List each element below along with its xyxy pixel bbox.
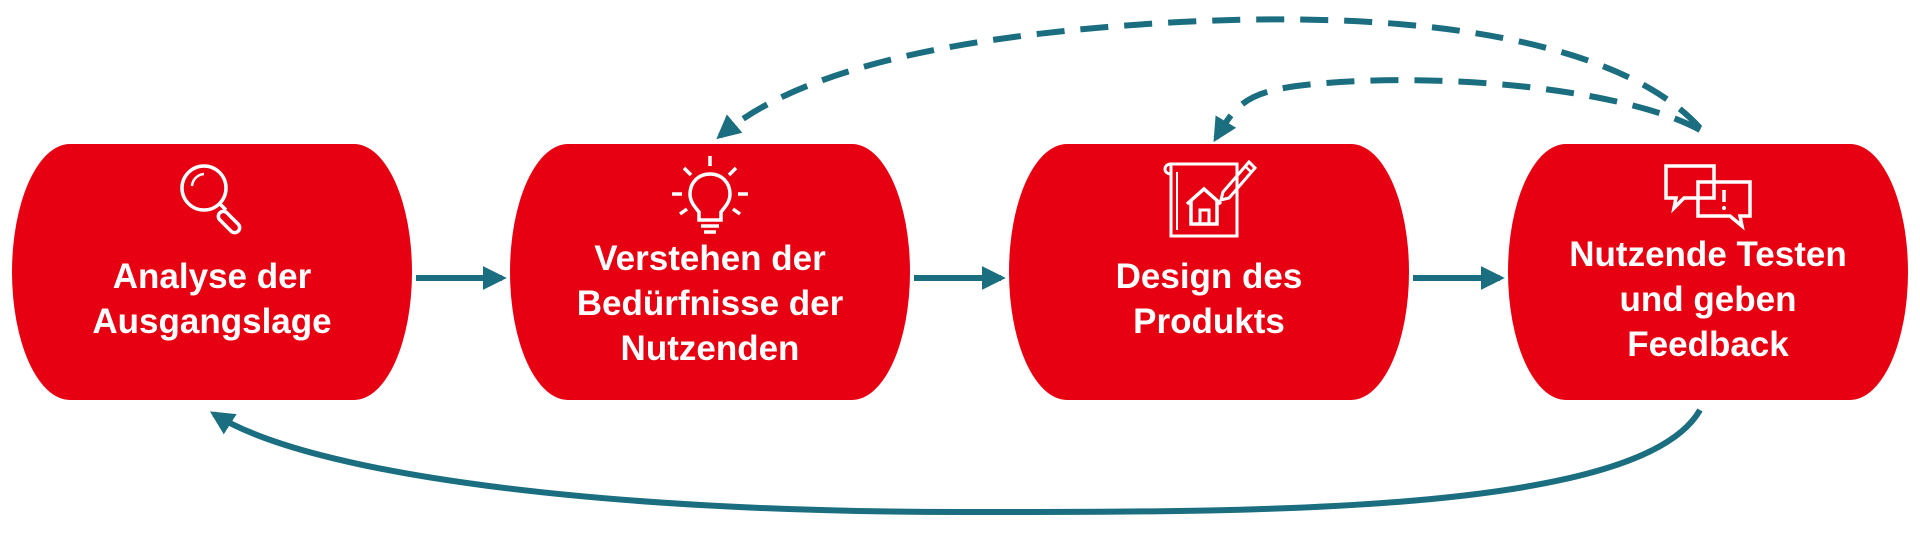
dashed-arrow-feedback-to-step3 — [1213, 77, 1702, 143]
step-label-line: Bedürfnisse der — [576, 284, 844, 323]
step-box-verstehen: Verstehen der Bedürfnisse der Nutzenden — [510, 144, 910, 400]
step-label-line: Design des — [1115, 257, 1303, 296]
step-box-feedback: Nutzende Testen und geben Feedback — [1508, 144, 1908, 400]
return-arrow-to-step1 — [209, 408, 1703, 516]
step-label-line: Nutzende Testen — [1569, 235, 1847, 274]
speech-bubbles-icon — [1658, 152, 1758, 246]
step-label-line: Verstehen der — [594, 239, 826, 278]
step-label-design: Design des Produkts — [1029, 254, 1389, 344]
step-label-verstehen: Verstehen der Bedürfnisse der Nutzenden — [530, 236, 890, 371]
step-label-feedback: Nutzende Testen und geben Feedback — [1528, 232, 1888, 367]
step-label-line: und geben — [1619, 280, 1797, 319]
step-label-line: Produkts — [1133, 302, 1285, 341]
step-label-line: Ausgangslage — [92, 302, 332, 341]
lightbulb-icon — [660, 152, 760, 246]
magnifier-icon — [162, 152, 262, 246]
step-label-analyse: Analyse der Ausgangslage — [32, 254, 392, 344]
house-blueprint-icon — [1159, 152, 1259, 246]
step-label-line: Feedback — [1627, 325, 1789, 364]
step-box-design: Design des Produkts — [1009, 144, 1409, 400]
step-label-line: Analyse der — [112, 257, 312, 296]
step-box-analyse: Analyse der Ausgangslage — [12, 144, 412, 400]
step-label-line: Nutzenden — [620, 329, 800, 368]
dashed-arrow-feedback-to-step2 — [716, 16, 1703, 140]
